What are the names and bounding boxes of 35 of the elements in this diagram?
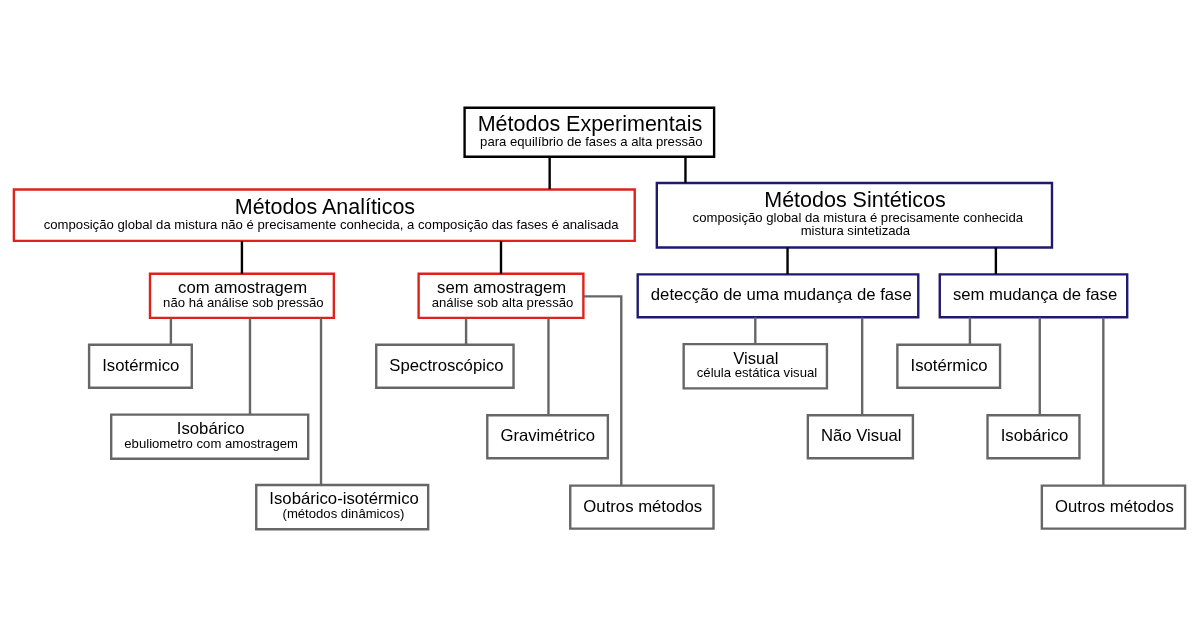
node-box: Isotérmico: [896, 343, 1002, 389]
connector: [860, 317, 864, 415]
node-box: Outros métodos: [569, 483, 715, 530]
node-box: Gravimétrico: [486, 413, 610, 459]
node-box: Isobárico ebuliometro com amostragem: [110, 412, 310, 460]
connector: [248, 317, 252, 414]
node-box: Não Visual: [806, 413, 915, 459]
node-box: sem mudança de fase: [938, 272, 1129, 318]
connector: [968, 316, 972, 344]
connector: [684, 156, 687, 183]
connector: [499, 240, 503, 274]
node-box: Outros métodos: [1040, 483, 1187, 530]
connector: [786, 247, 789, 274]
connector: [1102, 317, 1105, 485]
node-box: Isobárico: [986, 413, 1081, 459]
connector: [583, 294, 623, 485]
node-box: Métodos Sintéticos composição global da mistura é precisamente conhecida mistura sintetizada: [655, 181, 1054, 249]
connector: [754, 316, 757, 344]
connector: [548, 156, 551, 189]
connector: [994, 247, 998, 274]
connector: [169, 317, 173, 344]
node-box: Isotérmico: [87, 343, 193, 389]
node-box: com amostragem não há análise sob pressão: [148, 272, 336, 319]
node-box: Visual célula estática visual: [682, 342, 829, 390]
connector: [240, 240, 244, 274]
node-box: Spectroscópico: [375, 343, 515, 389]
connector: [1038, 317, 1041, 415]
node-box: Métodos Experimentais para equilíbrio de fases a alta pressão: [463, 106, 716, 158]
node-box: Isobárico-isotérmico (métodos dinâmicos): [255, 483, 430, 530]
connector: [319, 317, 323, 485]
connector: [464, 317, 468, 344]
node-box: Métodos Analíticos composição global da mistura não é precisamente conhecida, a composição das fases é analisada: [12, 187, 636, 242]
node-box: detecção de uma mudança de fase: [636, 272, 920, 318]
node-box: sem amostragem análise sob alta pressão: [417, 272, 585, 319]
connector: [547, 317, 550, 415]
